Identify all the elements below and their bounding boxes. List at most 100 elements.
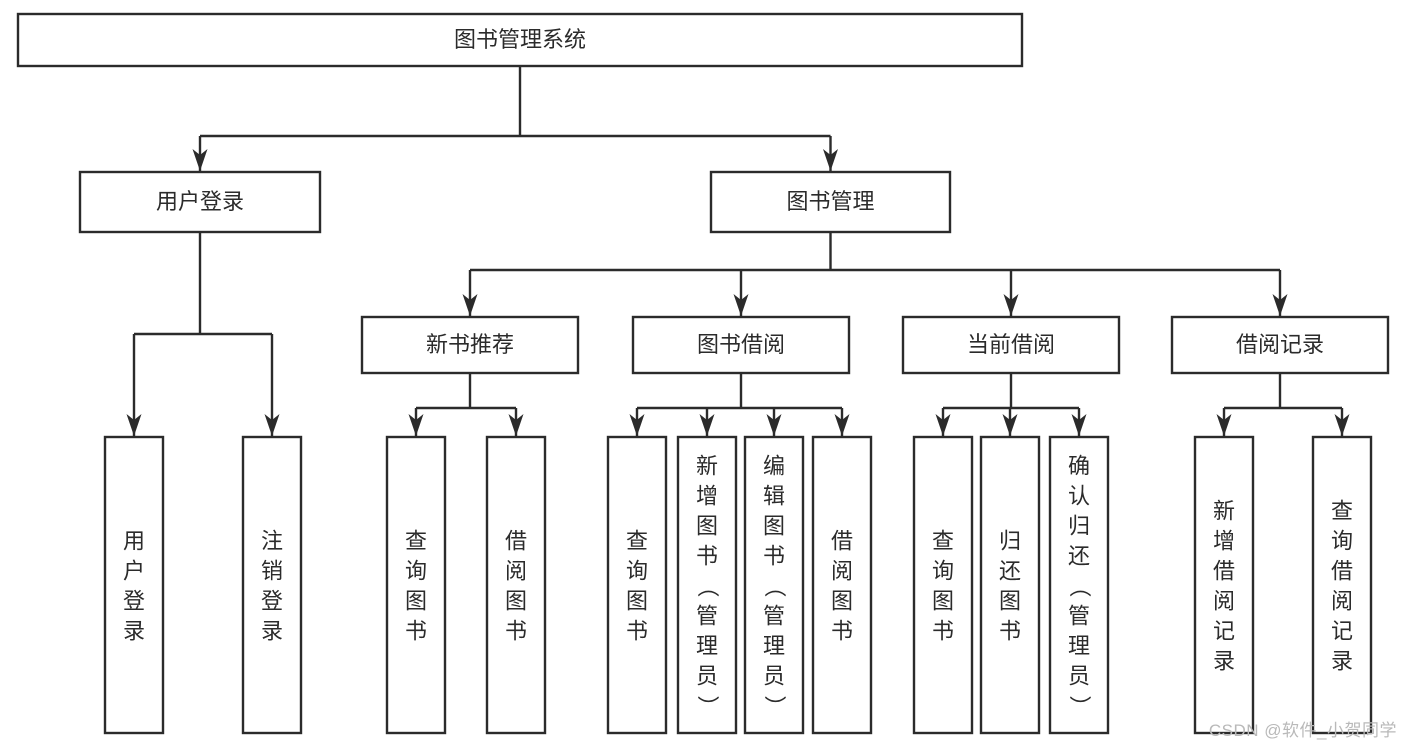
node-label-char: 阅 — [1331, 588, 1353, 613]
node-label-char: ） — [695, 695, 720, 717]
node-box[interactable] — [385, 435, 447, 735]
node-label-char: 认 — [1068, 483, 1090, 508]
node-label-char: 录 — [1213, 648, 1235, 673]
node-label-char: 还 — [999, 558, 1021, 583]
node-label-char: 阅 — [831, 558, 853, 583]
node-新书推荐[interactable]: 新书推荐 — [360, 315, 580, 375]
node-label-char: 图 — [932, 588, 954, 613]
node-label-char: 记 — [1331, 618, 1353, 643]
node-label-char: 新 — [696, 453, 718, 478]
arrow-head-icon — [1002, 414, 1018, 436]
node-图书管理[interactable]: 图书管理 — [709, 170, 952, 234]
node-box[interactable] — [1311, 435, 1373, 735]
node-label-char: （ — [762, 575, 787, 597]
node-label-char: 阅 — [1213, 588, 1235, 613]
arrow-head-icon — [1216, 414, 1232, 436]
node-图书借阅[interactable]: 图书借阅 — [631, 315, 851, 375]
node-label-char: 管 — [1068, 603, 1090, 628]
node-label-char: 记 — [1213, 618, 1235, 643]
arrow-head-icon — [1272, 294, 1288, 316]
arrow-head-icon — [629, 414, 645, 436]
node-box[interactable] — [241, 435, 303, 735]
node-box[interactable] — [979, 435, 1041, 735]
node-box[interactable] — [901, 315, 1121, 375]
watermark-text: CSDN @软件_小贺同学 — [1208, 721, 1397, 740]
arrow-head-icon — [834, 414, 850, 436]
node-label-char: 录 — [261, 618, 283, 643]
node-label-char: 员 — [696, 663, 718, 688]
node-label-char: 理 — [696, 633, 718, 658]
node-box[interactable] — [606, 435, 668, 735]
node-box[interactable] — [631, 315, 851, 375]
node-label-char: 辑 — [763, 483, 785, 508]
node-label-char: 图 — [626, 588, 648, 613]
node-box[interactable] — [912, 435, 974, 735]
node-label-char: 借 — [1331, 558, 1353, 583]
node-label-char: 还 — [1068, 543, 1090, 568]
node-box[interactable] — [485, 435, 547, 735]
node-label-char: （ — [695, 575, 720, 597]
node-box[interactable] — [743, 435, 805, 735]
node-当前借阅[interactable]: 当前借阅 — [901, 315, 1121, 375]
arrow-head-icon — [1071, 414, 1087, 436]
node-box[interactable] — [1048, 435, 1110, 735]
node-label-char: 管 — [696, 603, 718, 628]
node-label-char: 书 — [763, 543, 785, 568]
node-label-char: 书 — [626, 618, 648, 643]
node-label-char: 登 — [261, 588, 283, 613]
node-借阅记录[interactable]: 借阅记录 — [1170, 315, 1390, 375]
node-用户登录[interactable]: 用户登录 — [78, 170, 322, 234]
node-label-char: 查 — [1331, 498, 1353, 523]
node-label-char: 员 — [763, 663, 785, 688]
node-label-char: 图 — [999, 588, 1021, 613]
node-box[interactable] — [811, 435, 873, 735]
node-label: 新书推荐 — [426, 332, 514, 357]
node-label-char: 书 — [405, 618, 427, 643]
node-box[interactable] — [676, 435, 738, 735]
node-label-char: 书 — [932, 618, 954, 643]
node-box[interactable] — [1193, 435, 1255, 735]
node-label: 图书管理系统 — [454, 27, 586, 52]
node-label-char: （ — [1067, 575, 1092, 597]
node-box[interactable] — [103, 435, 165, 735]
node-label-char: 查 — [932, 528, 954, 553]
node-label-char: 书 — [831, 618, 853, 643]
node-label-char: ） — [1067, 695, 1092, 717]
node-box[interactable] — [709, 170, 952, 234]
node-label-char: 管 — [763, 603, 785, 628]
node-label-char: 增 — [1213, 528, 1235, 553]
arrow-head-icon — [126, 414, 142, 436]
node-label-char: 书 — [999, 618, 1021, 643]
node-label-char: 确 — [1068, 453, 1090, 478]
node-label-char: 登 — [123, 588, 145, 613]
node-label-char: 图 — [505, 588, 527, 613]
node-label-char: 询 — [1331, 528, 1353, 553]
node-图书管理系统[interactable]: 图书管理系统 — [16, 12, 1024, 68]
node-用户登录-leaf[interactable]: 用户登录 — [103, 435, 165, 735]
node-box[interactable] — [78, 170, 322, 234]
arrow-head-icon — [733, 294, 749, 316]
node-label-char: 询 — [405, 558, 427, 583]
node-label-char: 图 — [831, 588, 853, 613]
node-box[interactable] — [360, 315, 580, 375]
node-label: 借阅记录 — [1236, 332, 1324, 357]
nodes-layer: 图书管理系统用户登录图书管理新书推荐图书借阅当前借阅借阅记录用户登录注销登录查询… — [16, 12, 1390, 735]
node-box[interactable] — [16, 12, 1024, 68]
node-box[interactable] — [1170, 315, 1390, 375]
arrow-head-icon — [1003, 294, 1019, 316]
node-label: 用户登录 — [156, 189, 244, 214]
